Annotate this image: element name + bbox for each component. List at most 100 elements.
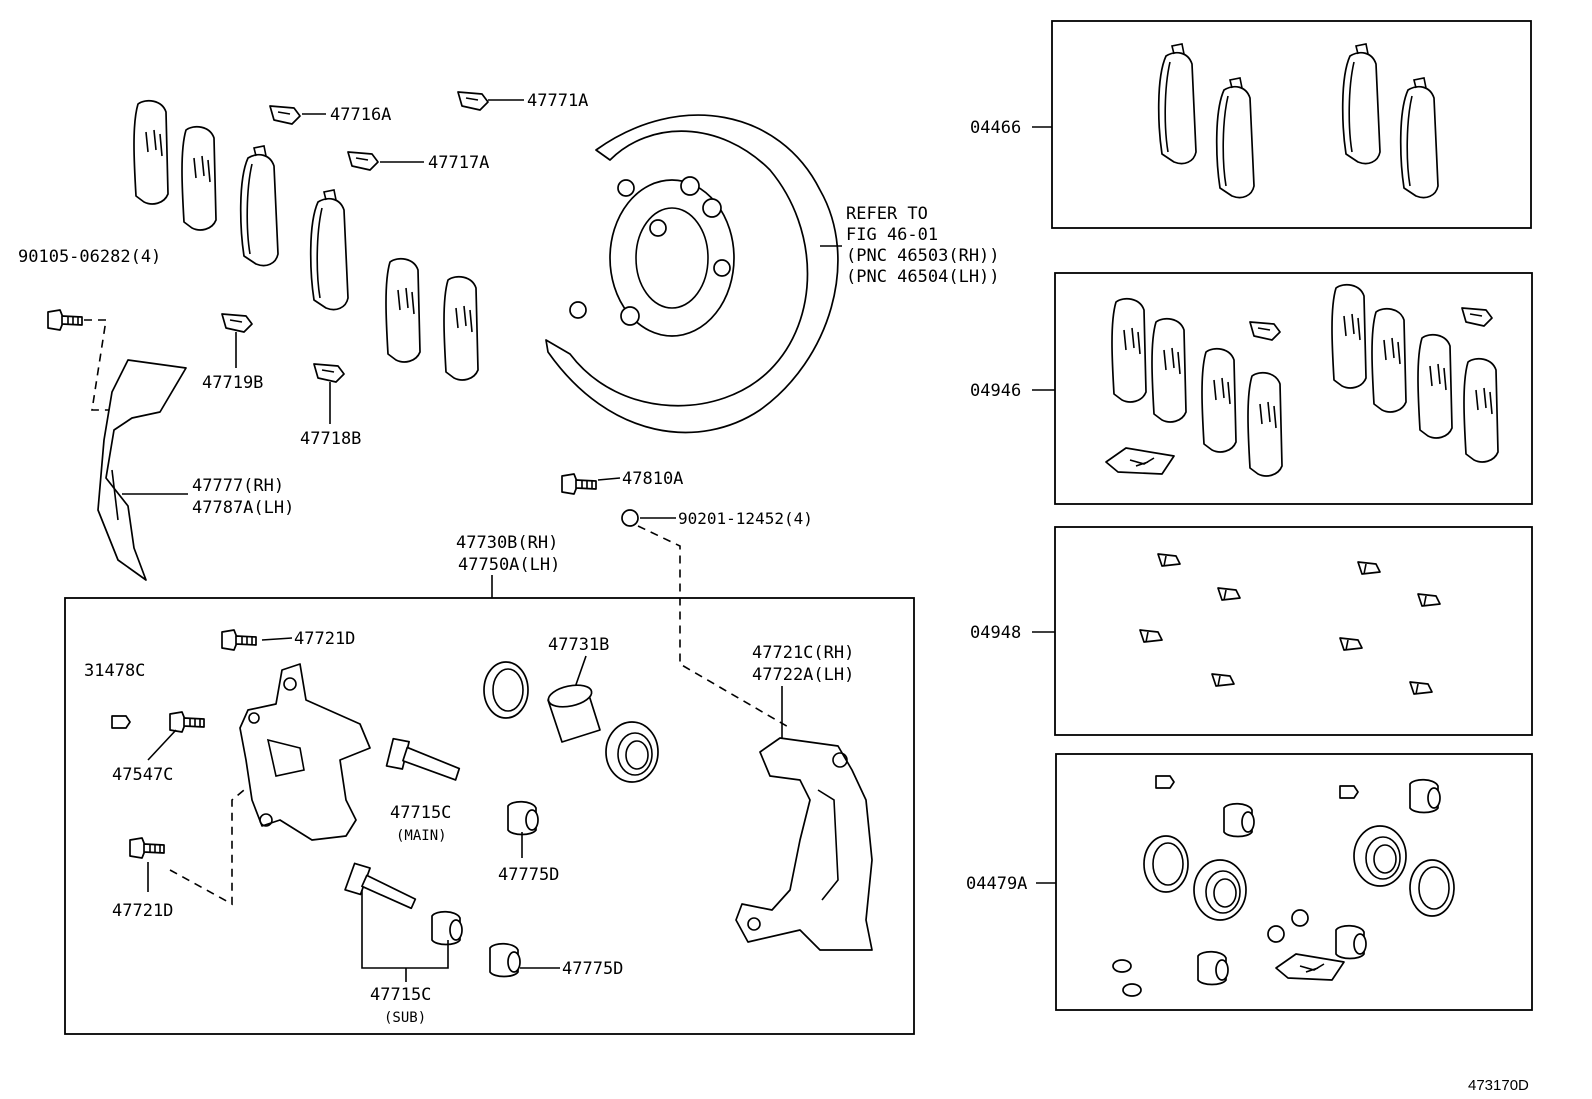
- caliper-mounting-icon: [735, 737, 873, 951]
- clip-icon: [1157, 553, 1181, 567]
- kit-box-04479A: [1055, 753, 1533, 1011]
- clip-47717A-icon: [347, 151, 379, 171]
- label-47718B: 47718B: [300, 429, 361, 449]
- clip-icon: [1461, 307, 1493, 327]
- outer-shim-icon: [133, 99, 169, 205]
- figure-id: 473170D: [1468, 1077, 1529, 1094]
- label-kit-04466: 04466: [970, 118, 1021, 138]
- clip-47771A-icon: [457, 91, 489, 111]
- label-47716A: 47716A: [330, 105, 391, 125]
- label-47787A-lh: 47787A(LH): [192, 498, 294, 518]
- boot-icon: [1335, 924, 1367, 960]
- kit-box-04948: [1054, 526, 1533, 736]
- shim-icon: [1151, 317, 1187, 423]
- label-47777-rh: 47777(RH): [192, 476, 284, 496]
- label-31478C: 31478C: [84, 661, 145, 681]
- piston-seal-icon: [483, 661, 529, 719]
- shim-icon: [1463, 357, 1499, 463]
- piston-icon: [547, 684, 601, 743]
- nut-icon: [621, 509, 639, 527]
- brake-pad-icon: [239, 145, 279, 267]
- refer-line-3: (PNC 46503(RH)): [846, 246, 1000, 266]
- clip-icon: [1249, 321, 1281, 341]
- label-47775D-bottom: 47775D: [562, 959, 623, 979]
- clip-47716A-icon: [269, 105, 301, 125]
- outer-shim-icon: [443, 275, 479, 381]
- dust-shield-icon: [545, 114, 839, 434]
- cylinder-boot-icon: [1193, 859, 1247, 921]
- bleeder-plug-icon: [561, 473, 597, 495]
- label-47721D-bottom: 47721D: [112, 901, 173, 921]
- label-main-note: (MAIN): [396, 828, 447, 844]
- sub-slide-pin-icon: [344, 862, 417, 910]
- bolt-icon: [221, 629, 257, 651]
- label-47721C-rh: 47721C(RH): [752, 643, 854, 663]
- clip-47718B-icon: [313, 363, 345, 383]
- shim-icon: [1371, 307, 1407, 413]
- brake-pad-icon: [1341, 43, 1381, 165]
- label-90105-06282: 90105-06282(4): [18, 247, 161, 267]
- label-47750A-lh: 47750A(LH): [458, 555, 560, 575]
- shim-icon: [1417, 333, 1453, 439]
- label-90201-12452: 90201-12452(4): [678, 509, 813, 528]
- refer-line-4: (PNC 46504(LH)): [846, 267, 1000, 287]
- bolt-icon: [47, 309, 83, 331]
- bleeder-cap-icon: [1155, 775, 1175, 789]
- label-47730B-rh: 47730B(RH): [456, 533, 558, 553]
- label-47731B: 47731B: [548, 635, 609, 655]
- bleeder-cap-icon: [1339, 785, 1359, 799]
- label-kit-04948: 04948: [970, 623, 1021, 643]
- boot-icon: [1223, 802, 1255, 838]
- caliper-body-icon: [239, 663, 371, 841]
- label-47722A-lh: 47722A(LH): [752, 665, 854, 685]
- caliper-assembly-box: [64, 597, 915, 1035]
- bleeder-cap-icon: [111, 715, 131, 729]
- kit-box-04466: [1051, 20, 1532, 229]
- clip-icon: [1339, 637, 1363, 651]
- label-47717A: 47717A: [428, 153, 489, 173]
- shim-icon: [1111, 297, 1147, 403]
- brake-pad-icon: [1157, 43, 1197, 165]
- label-kit-04479A: 04479A: [966, 874, 1027, 894]
- label-47715C-main: 47715C: [390, 803, 451, 823]
- shim-icon: [1247, 371, 1283, 477]
- boot-icon: [1197, 950, 1229, 986]
- shim-icon: [1201, 347, 1237, 453]
- inner-shim-icon: [181, 125, 217, 231]
- bolt-icon: [129, 837, 165, 859]
- label-47775D-mid: 47775D: [498, 865, 559, 885]
- piston-seal-icon: [1143, 835, 1189, 893]
- label-47810A: 47810A: [622, 469, 683, 489]
- label-47715C-sub: 47715C: [370, 985, 431, 1005]
- clip-icon: [1217, 587, 1241, 601]
- dust-cover-icon: [97, 359, 187, 581]
- brake-pad-icon: [1215, 77, 1255, 199]
- refer-line-1: REFER TO: [846, 204, 928, 224]
- refer-line-2: FIG 46-01: [846, 225, 938, 245]
- clip-icon: [1357, 561, 1381, 575]
- brake-pad-icon: [1399, 77, 1439, 199]
- cylinder-boot-icon: [1353, 825, 1407, 887]
- inner-shim-icon: [385, 257, 421, 363]
- kit-box-04946: [1054, 272, 1533, 505]
- boot-icon: [431, 910, 463, 946]
- grease-packet-icon: [1105, 447, 1175, 475]
- piston-seal-icon: [1409, 859, 1455, 917]
- boot-icon: [1409, 778, 1441, 814]
- main-slide-pin-icon: [385, 737, 461, 781]
- label-kit-04946: 04946: [970, 381, 1021, 401]
- shim-icon: [1331, 283, 1367, 389]
- cylinder-boot-icon: [605, 721, 659, 783]
- pad-set-upper: [133, 99, 479, 381]
- label-47719B: 47719B: [202, 373, 263, 393]
- bleeder-plug-icon: [169, 711, 205, 733]
- brake-pad-icon: [309, 189, 349, 311]
- label-47547C: 47547C: [112, 765, 173, 785]
- label-47771A: 47771A: [527, 91, 588, 111]
- clip-icon: [1417, 593, 1441, 607]
- clip-icon: [1139, 629, 1163, 643]
- clip-47719B-icon: [221, 313, 253, 333]
- boot-icon: [489, 942, 521, 978]
- boot-icon: [507, 800, 539, 836]
